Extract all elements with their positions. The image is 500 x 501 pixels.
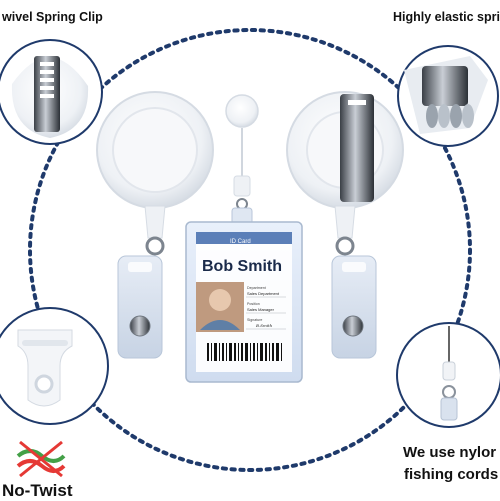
center-badge-reel [225,94,259,239]
barcode [207,343,282,361]
nylon-cord-inset [396,322,500,428]
position-label: Position [247,302,260,306]
no-twist-icon [16,440,66,478]
spring-inset [397,45,499,147]
id-card-holder [185,221,303,383]
department-label: Department [247,286,266,290]
position-value: Sales Manager [247,307,274,312]
caption-swivel-spring-clip: wivel Spring Clip [2,10,103,24]
swivel-connector-inset [0,307,109,425]
caption-no-twist: No-Twist [2,481,73,500]
id-card-header: ID Card [230,239,251,245]
swivel-clip-inset [0,39,103,145]
caption-highly-elastic-spring: Highly elastic spri [393,10,500,24]
caption-nylon-line2: fishing cords [404,466,499,483]
department-value: Sales Department [247,291,280,296]
left-badge-reel [96,91,214,359]
signature-value: B.Smith [256,323,273,328]
caption-nylon-line1: We use nylor [403,444,497,461]
id-card-name: Bob Smith [202,258,282,275]
signature-label: Signature [247,318,263,322]
dotted-circle-frame [28,28,472,472]
right-badge-reel [286,91,404,359]
